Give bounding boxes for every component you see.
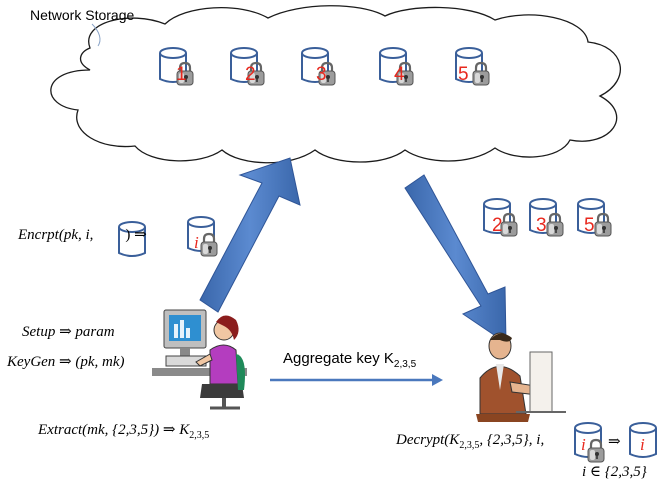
decrypt-output-block-label: i [640,435,645,454]
receiver-figure [476,332,566,422]
storage-block-2: 2 [230,47,266,87]
decrypt-condition: i ∈ {2,3,5} [582,464,647,480]
encrypt-formula-result: ) ⇒ [125,227,147,243]
storage-block-3: 3 [301,47,337,87]
storage-block-4-label: 4 [394,64,405,85]
shared-block-3-label: 3 [536,215,547,236]
storage-block-3-label: 3 [316,64,327,85]
shared-block-2: 2 [483,198,519,238]
decrypt-formula: Decrypt(K2,3,5, {2,3,5}, i, [396,432,544,451]
extract-formula-sub: 2,3,5 [189,430,210,441]
decrypt-formula-text: Decrypt(K [396,432,460,448]
shared-block-5-label: 5 [584,215,595,236]
storage-block-4: 4 [379,47,415,87]
storage-block-1-label: 1 [176,64,187,85]
network-storage-cloud [50,5,621,164]
download-arrow [404,174,507,344]
aggregate-key-arrow [270,374,443,386]
encrypted-block-i: i [187,216,219,258]
aggregate-key-sub: 2,3,5 [393,359,417,370]
shared-block-3: 3 [529,198,565,238]
encrypt-formula: Encrpt(pk, i, ) ⇒ [18,225,147,244]
decrypt-formula-rest: , {2,3,5}, i, [479,432,545,448]
aggregate-key-label: Aggregate key K2,3,5 [283,350,416,370]
data-owner-figure [152,309,247,410]
shared-block-5: 5 [577,198,613,238]
network-storage-label: Network Storage [30,7,135,23]
aggregate-key-text: Aggregate key K [283,350,394,367]
keygen-formula: KeyGen ⇒ (pk, mk) [7,354,125,370]
decrypt-formula-sub: 2,3,5 [459,440,480,451]
shared-block-2-label: 2 [492,215,503,236]
storage-block-1: 1 [159,47,195,87]
setup-formula: Setup ⇒ param [22,324,115,340]
encrypted-block-i-label: i [194,233,199,252]
decrypt-arrow: ⇒ [608,434,621,450]
storage-block-2-label: 2 [245,64,256,85]
decrypt-input-block-label: i [581,435,586,454]
extract-formula: Extract(mk, {2,3,5}) ⇒ K2,3,5 [38,420,209,441]
storage-block-5-label: 5 [458,64,469,85]
upload-arrow [199,157,301,313]
encrypt-formula-text: Encrpt(pk, i, [18,227,94,243]
extract-formula-text: Extract(mk, {2,3,5}) ⇒ K [38,422,190,438]
storage-block-5: 5 [455,47,491,87]
decrypt-output-block: i [629,422,657,458]
decrypt-input-block: i [574,422,606,464]
